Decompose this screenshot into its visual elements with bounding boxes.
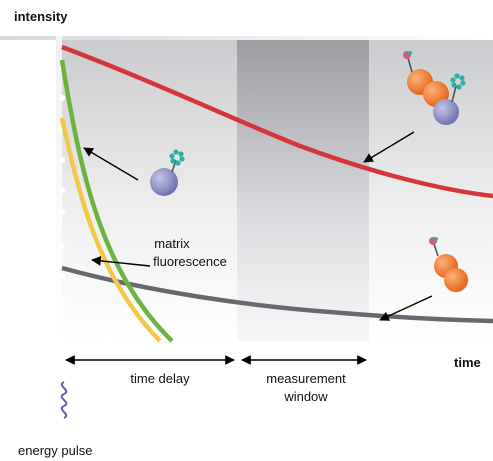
acceptor-molecule-icon — [429, 237, 468, 292]
acceptor-pointer-arrow — [379, 295, 433, 321]
donor-pointer-arrow — [83, 147, 139, 181]
donor-molecule-icon — [150, 149, 185, 196]
matrix-label-line1: matrix — [154, 236, 190, 251]
measurement-label-line1: measurement — [266, 371, 346, 386]
energy-pulse-icon — [60, 381, 68, 419]
complex-pointer-arrow — [363, 131, 415, 163]
grid-dots — [59, 65, 377, 343]
long-lifetime-decay-curve — [61, 44, 493, 199]
complex-molecule-icon — [403, 51, 466, 125]
measurement-label-line2: window — [283, 389, 328, 404]
y-axis-edge — [56, 36, 62, 341]
x-axis-label: time — [454, 355, 481, 370]
top-band — [0, 36, 493, 40]
measurement-window-band — [237, 40, 369, 341]
time-delay-label: time delay — [130, 371, 190, 386]
donor-decay-curve — [59, 59, 174, 343]
energy-pulse-label: energy pulse — [18, 443, 92, 458]
matrix-fluorescence-curve — [59, 117, 162, 343]
matrix-pointer-arrow — [91, 256, 151, 267]
y-axis-label: intensity — [14, 9, 68, 24]
matrix-label-line2: fluorescence — [153, 254, 227, 269]
background-decay-curve — [61, 265, 493, 324]
